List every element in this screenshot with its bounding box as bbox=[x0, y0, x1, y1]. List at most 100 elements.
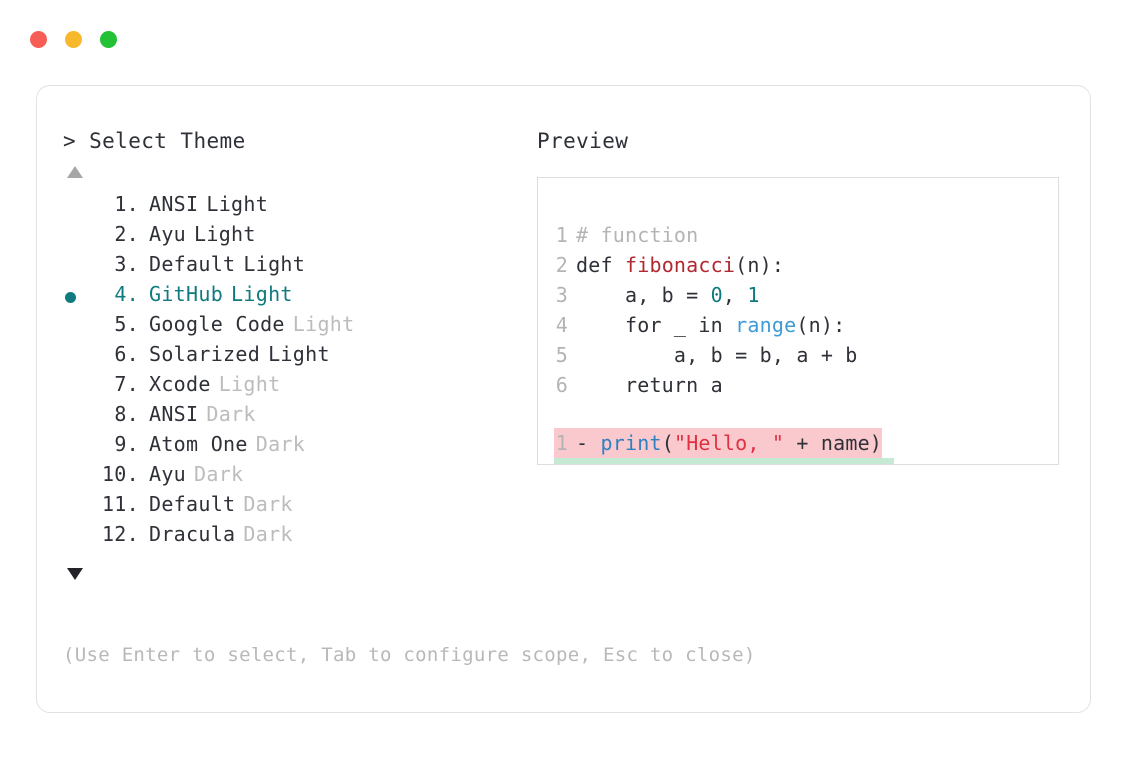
maximize-dot[interactable] bbox=[100, 31, 117, 48]
theme-item-index: 4. bbox=[114, 282, 139, 306]
theme-item-variant: Light bbox=[206, 192, 269, 216]
selection-indicator-slot bbox=[63, 252, 93, 282]
theme-item-variant: Dark bbox=[255, 432, 306, 456]
theme-item-name: Xcode bbox=[149, 372, 211, 396]
theme-item-variant: Dark bbox=[243, 492, 293, 516]
theme-item-index: 9. bbox=[114, 432, 139, 456]
code-line-text: a, b = b, a + b bbox=[568, 343, 858, 367]
code-token: for _ in bbox=[576, 313, 736, 337]
code-line: 6 return a bbox=[554, 370, 1058, 400]
page-title bbox=[76, 129, 89, 153]
code-line-number: 4 bbox=[555, 313, 568, 337]
triangle-up-icon[interactable] bbox=[67, 166, 83, 178]
code-line: 5 a, b = b, a + b bbox=[554, 340, 1058, 370]
theme-item-index: 12. bbox=[101, 522, 139, 546]
minimize-dot[interactable] bbox=[65, 31, 82, 48]
theme-item-name: Default bbox=[149, 492, 236, 516]
theme-item-variant: Light bbox=[268, 342, 330, 366]
theme-item-index: 3. bbox=[114, 252, 139, 276]
selection-indicator-slot bbox=[63, 492, 93, 522]
code-token: range bbox=[735, 313, 797, 337]
theme-item-index: 6. bbox=[114, 342, 139, 366]
code-line-number: 5 bbox=[555, 343, 568, 367]
theme-item-name: Dracula bbox=[149, 522, 236, 546]
diff-line-row: 1- print("Hello, " + name) bbox=[554, 428, 1058, 458]
diff-line-text: print(f"Hello, {name}!") bbox=[600, 461, 894, 464]
theme-item-variant: Light bbox=[243, 252, 306, 276]
theme-item-index: 1. bbox=[114, 192, 139, 216]
code-line-text: return a bbox=[568, 373, 723, 397]
code-line-number: 3 bbox=[555, 283, 568, 307]
theme-list-item[interactable]: 7. Xcode Light bbox=[63, 372, 533, 402]
code-token: def bbox=[576, 253, 625, 277]
keyboard-hint: (Use Enter to select, Tab to configure s… bbox=[63, 644, 756, 666]
selection-indicator-slot bbox=[63, 372, 93, 402]
theme-item-name: GitHub bbox=[149, 282, 224, 306]
triangle-down-icon[interactable] bbox=[67, 568, 83, 580]
code-token: ( bbox=[662, 461, 674, 464]
code-token: , bbox=[722, 283, 748, 307]
theme-item-name: Ayu bbox=[149, 462, 187, 486]
selector-title: Select Theme bbox=[89, 129, 246, 153]
code-line: 1 # function bbox=[554, 220, 1058, 250]
code-token: a, b = b, a + b bbox=[576, 343, 858, 367]
code-token: ) bbox=[882, 461, 894, 464]
code-line: 3 a, b = 0, 1 bbox=[554, 280, 1058, 310]
code-token: a, b = bbox=[576, 283, 711, 307]
code-token: ( bbox=[661, 431, 674, 455]
selection-indicator-slot bbox=[63, 282, 93, 312]
code-line-number: 1 bbox=[555, 223, 568, 247]
theme-item-variant: Light bbox=[218, 372, 281, 396]
theme-item-name: Google Code bbox=[149, 312, 285, 336]
theme-item-index: 8. bbox=[114, 402, 139, 426]
selection-indicator-slot bbox=[63, 222, 93, 252]
diff-added-line: 1+ print(f"Hello, {name}!") bbox=[554, 458, 895, 464]
theme-item-variant: Dark bbox=[206, 402, 256, 426]
theme-item-index: 2. bbox=[114, 222, 139, 246]
code-line-text: def fibonacci(n): bbox=[568, 253, 784, 277]
code-token: fibonacci bbox=[624, 253, 736, 277]
close-dot[interactable] bbox=[30, 31, 47, 48]
diff-sign: - bbox=[576, 431, 601, 455]
code-token: (n): bbox=[735, 253, 785, 277]
selection-indicator-slot bbox=[63, 342, 93, 372]
theme-item-variant: Light bbox=[194, 222, 256, 246]
code-token: "Hello, " bbox=[673, 431, 785, 455]
code-token: # function bbox=[576, 223, 699, 247]
theme-item-variant: Dark bbox=[243, 522, 293, 546]
theme-list-item[interactable]: 9. Atom One Dark bbox=[63, 432, 533, 462]
selection-indicator-slot bbox=[63, 402, 93, 432]
code-token: {name} bbox=[784, 461, 857, 464]
code-spacer bbox=[554, 400, 1058, 428]
selection-indicator-slot bbox=[63, 432, 93, 462]
code-line-text: for _ in range(n): bbox=[568, 313, 845, 337]
theme-item-index: 7. bbox=[114, 372, 139, 396]
prompt-caret: > bbox=[63, 129, 77, 153]
code-token: (n): bbox=[796, 313, 846, 337]
theme-item-name: Atom One bbox=[149, 432, 248, 456]
code-line-text: a, b = 0, 1 bbox=[568, 283, 760, 307]
code-token: print bbox=[600, 431, 662, 455]
theme-item-index: 5. bbox=[114, 312, 139, 336]
theme-item-variant: Dark bbox=[194, 462, 244, 486]
selector-header: > Select Theme bbox=[63, 131, 533, 152]
code-token: f"Hello, bbox=[674, 461, 784, 464]
code-token: 1 bbox=[747, 283, 760, 307]
code-token: 0 bbox=[710, 283, 723, 307]
diff-line-number: 1 bbox=[555, 431, 568, 455]
window-controls bbox=[30, 31, 117, 48]
theme-list-item[interactable]: 12. Dracula Dark bbox=[63, 522, 533, 552]
